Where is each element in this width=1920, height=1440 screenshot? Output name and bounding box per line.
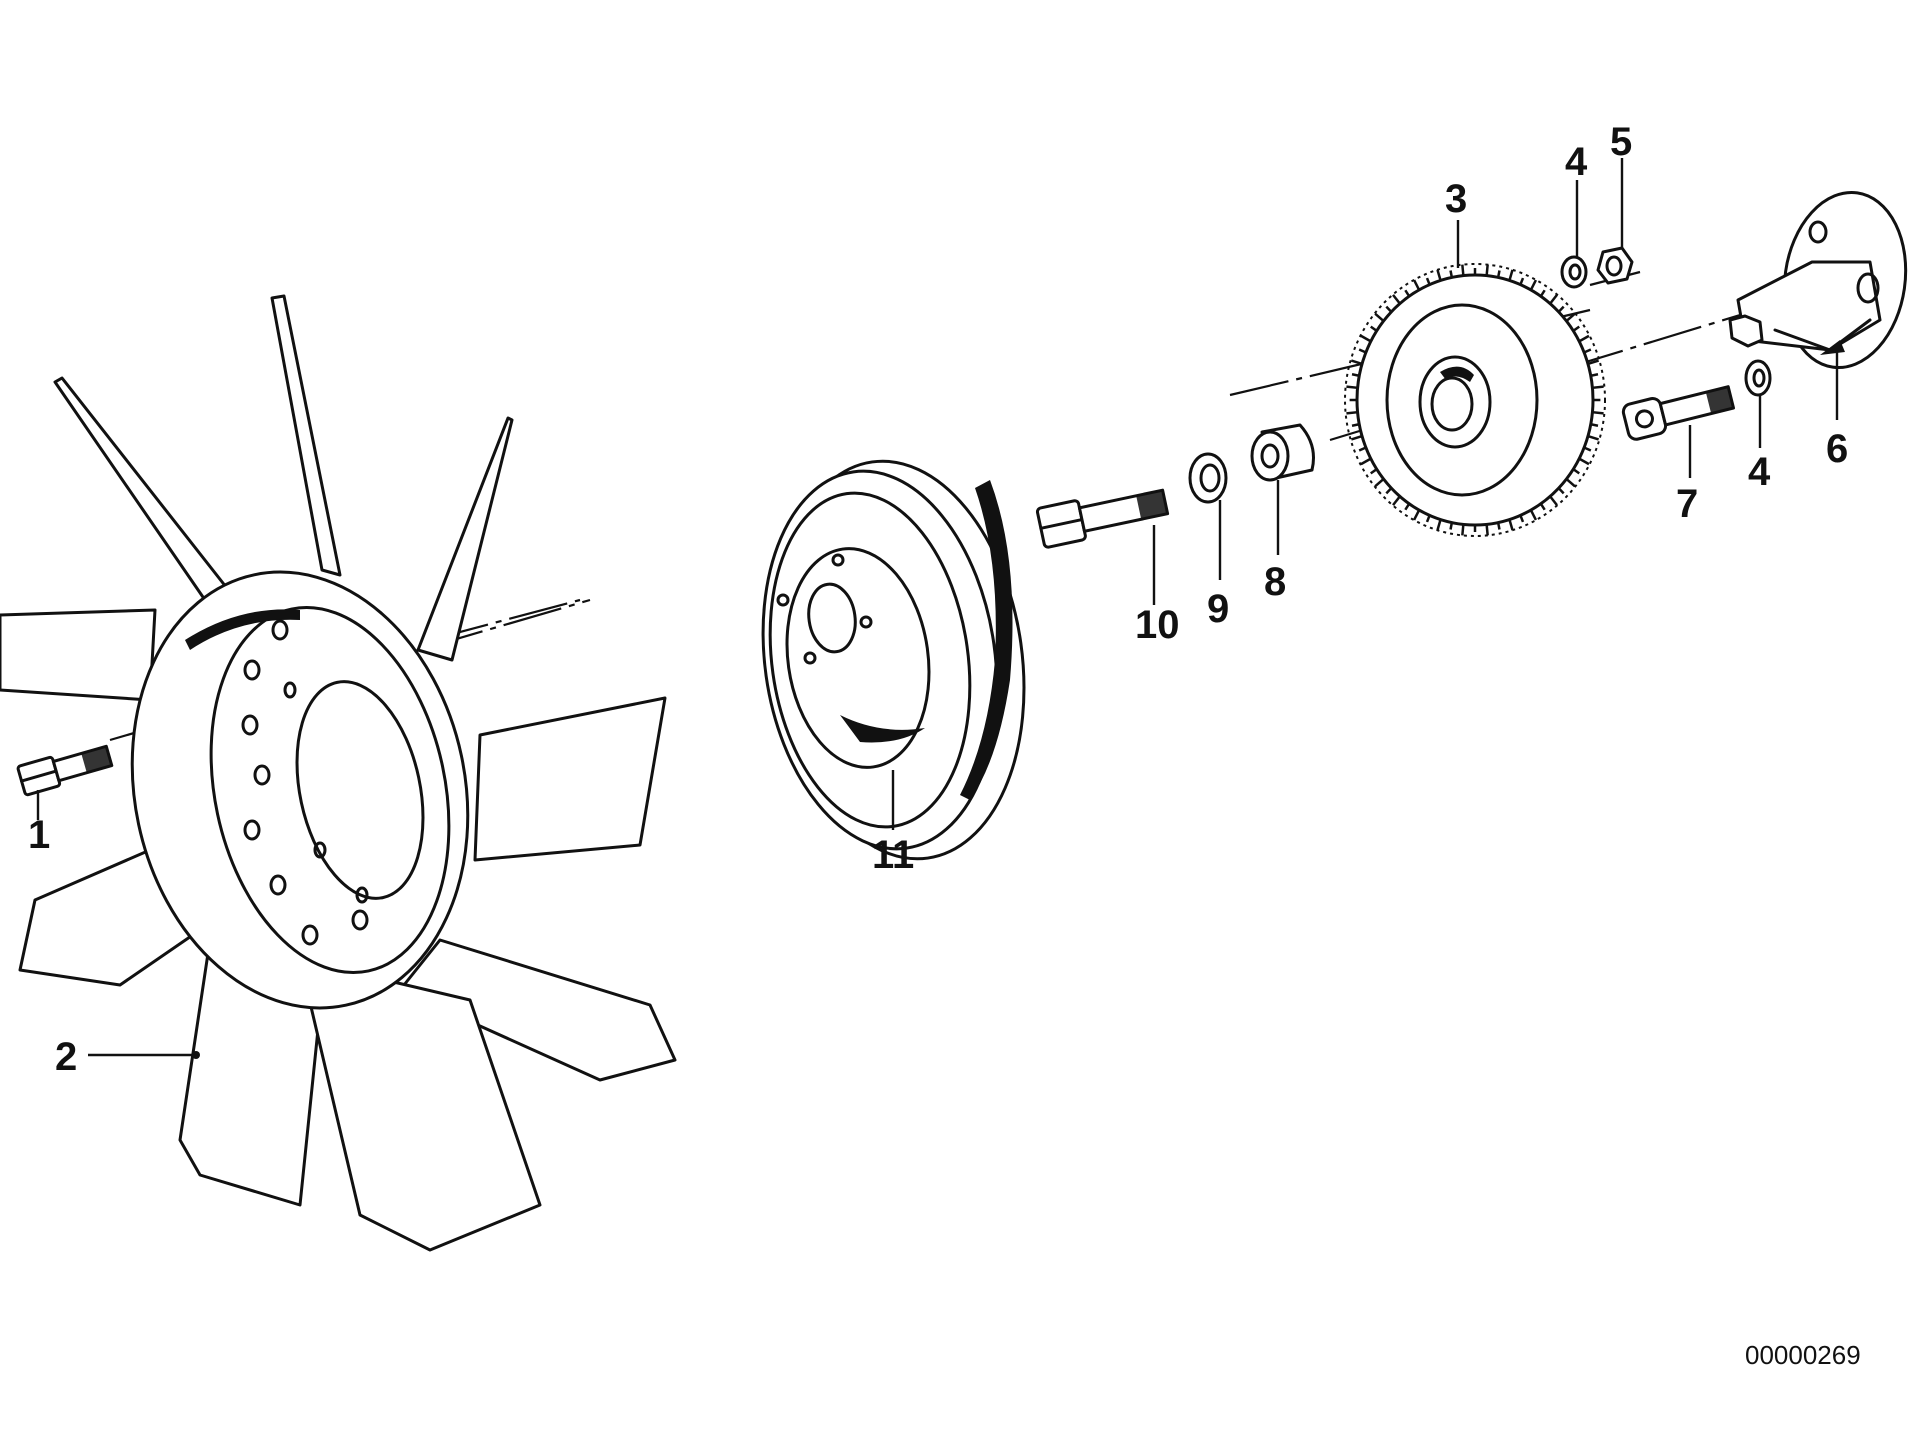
nut-5 [1596,246,1634,285]
callout-4-lower: 4 [1748,450,1771,494]
fan-blade [398,938,677,1082]
fan-blade [416,416,514,662]
callout-3: 3 [1445,177,1467,221]
callout-6: 6 [1826,427,1848,471]
fan-mounting-holes [241,619,369,946]
fan-blade [0,608,157,702]
washer-4-top [1560,255,1588,289]
cap-screw-7 [1621,385,1735,441]
flange-hub [1728,190,1908,370]
hex-bolt-10 [1035,488,1170,549]
clutch-fin-outline [1344,263,1606,537]
cooling-fan [0,294,677,1252]
fan-hub-bore [295,680,425,900]
callout-7: 7 [1676,482,1698,526]
pulley-bolt-holes [776,553,873,665]
callout-2: 2 [55,1035,77,1079]
callout-5: 5 [1610,120,1632,164]
fan-blade [298,958,542,1252]
fan-blade [270,294,342,577]
callout-9: 9 [1207,587,1229,631]
fan-blade [473,696,667,862]
leader-lines [36,158,1839,1059]
callout-4-top: 4 [1565,140,1588,184]
fan-blade [53,376,232,602]
callout-8: 8 [1264,560,1286,604]
pulley [761,459,1026,861]
callout-1: 1 [28,813,50,857]
hex-bolt-1 [16,744,114,797]
callout-10: 10 [1135,603,1180,647]
document-number: 00000269 [1745,1340,1861,1370]
callout-labels: 1 2 3 4 5 6 7 4 8 9 10 11 [28,120,1848,1079]
spacer-8 [1250,423,1315,482]
fan-clutch [1344,263,1606,537]
washer-4-lower [1744,359,1772,397]
callout-11: 11 [872,833,914,877]
washer-9 [1188,452,1228,504]
